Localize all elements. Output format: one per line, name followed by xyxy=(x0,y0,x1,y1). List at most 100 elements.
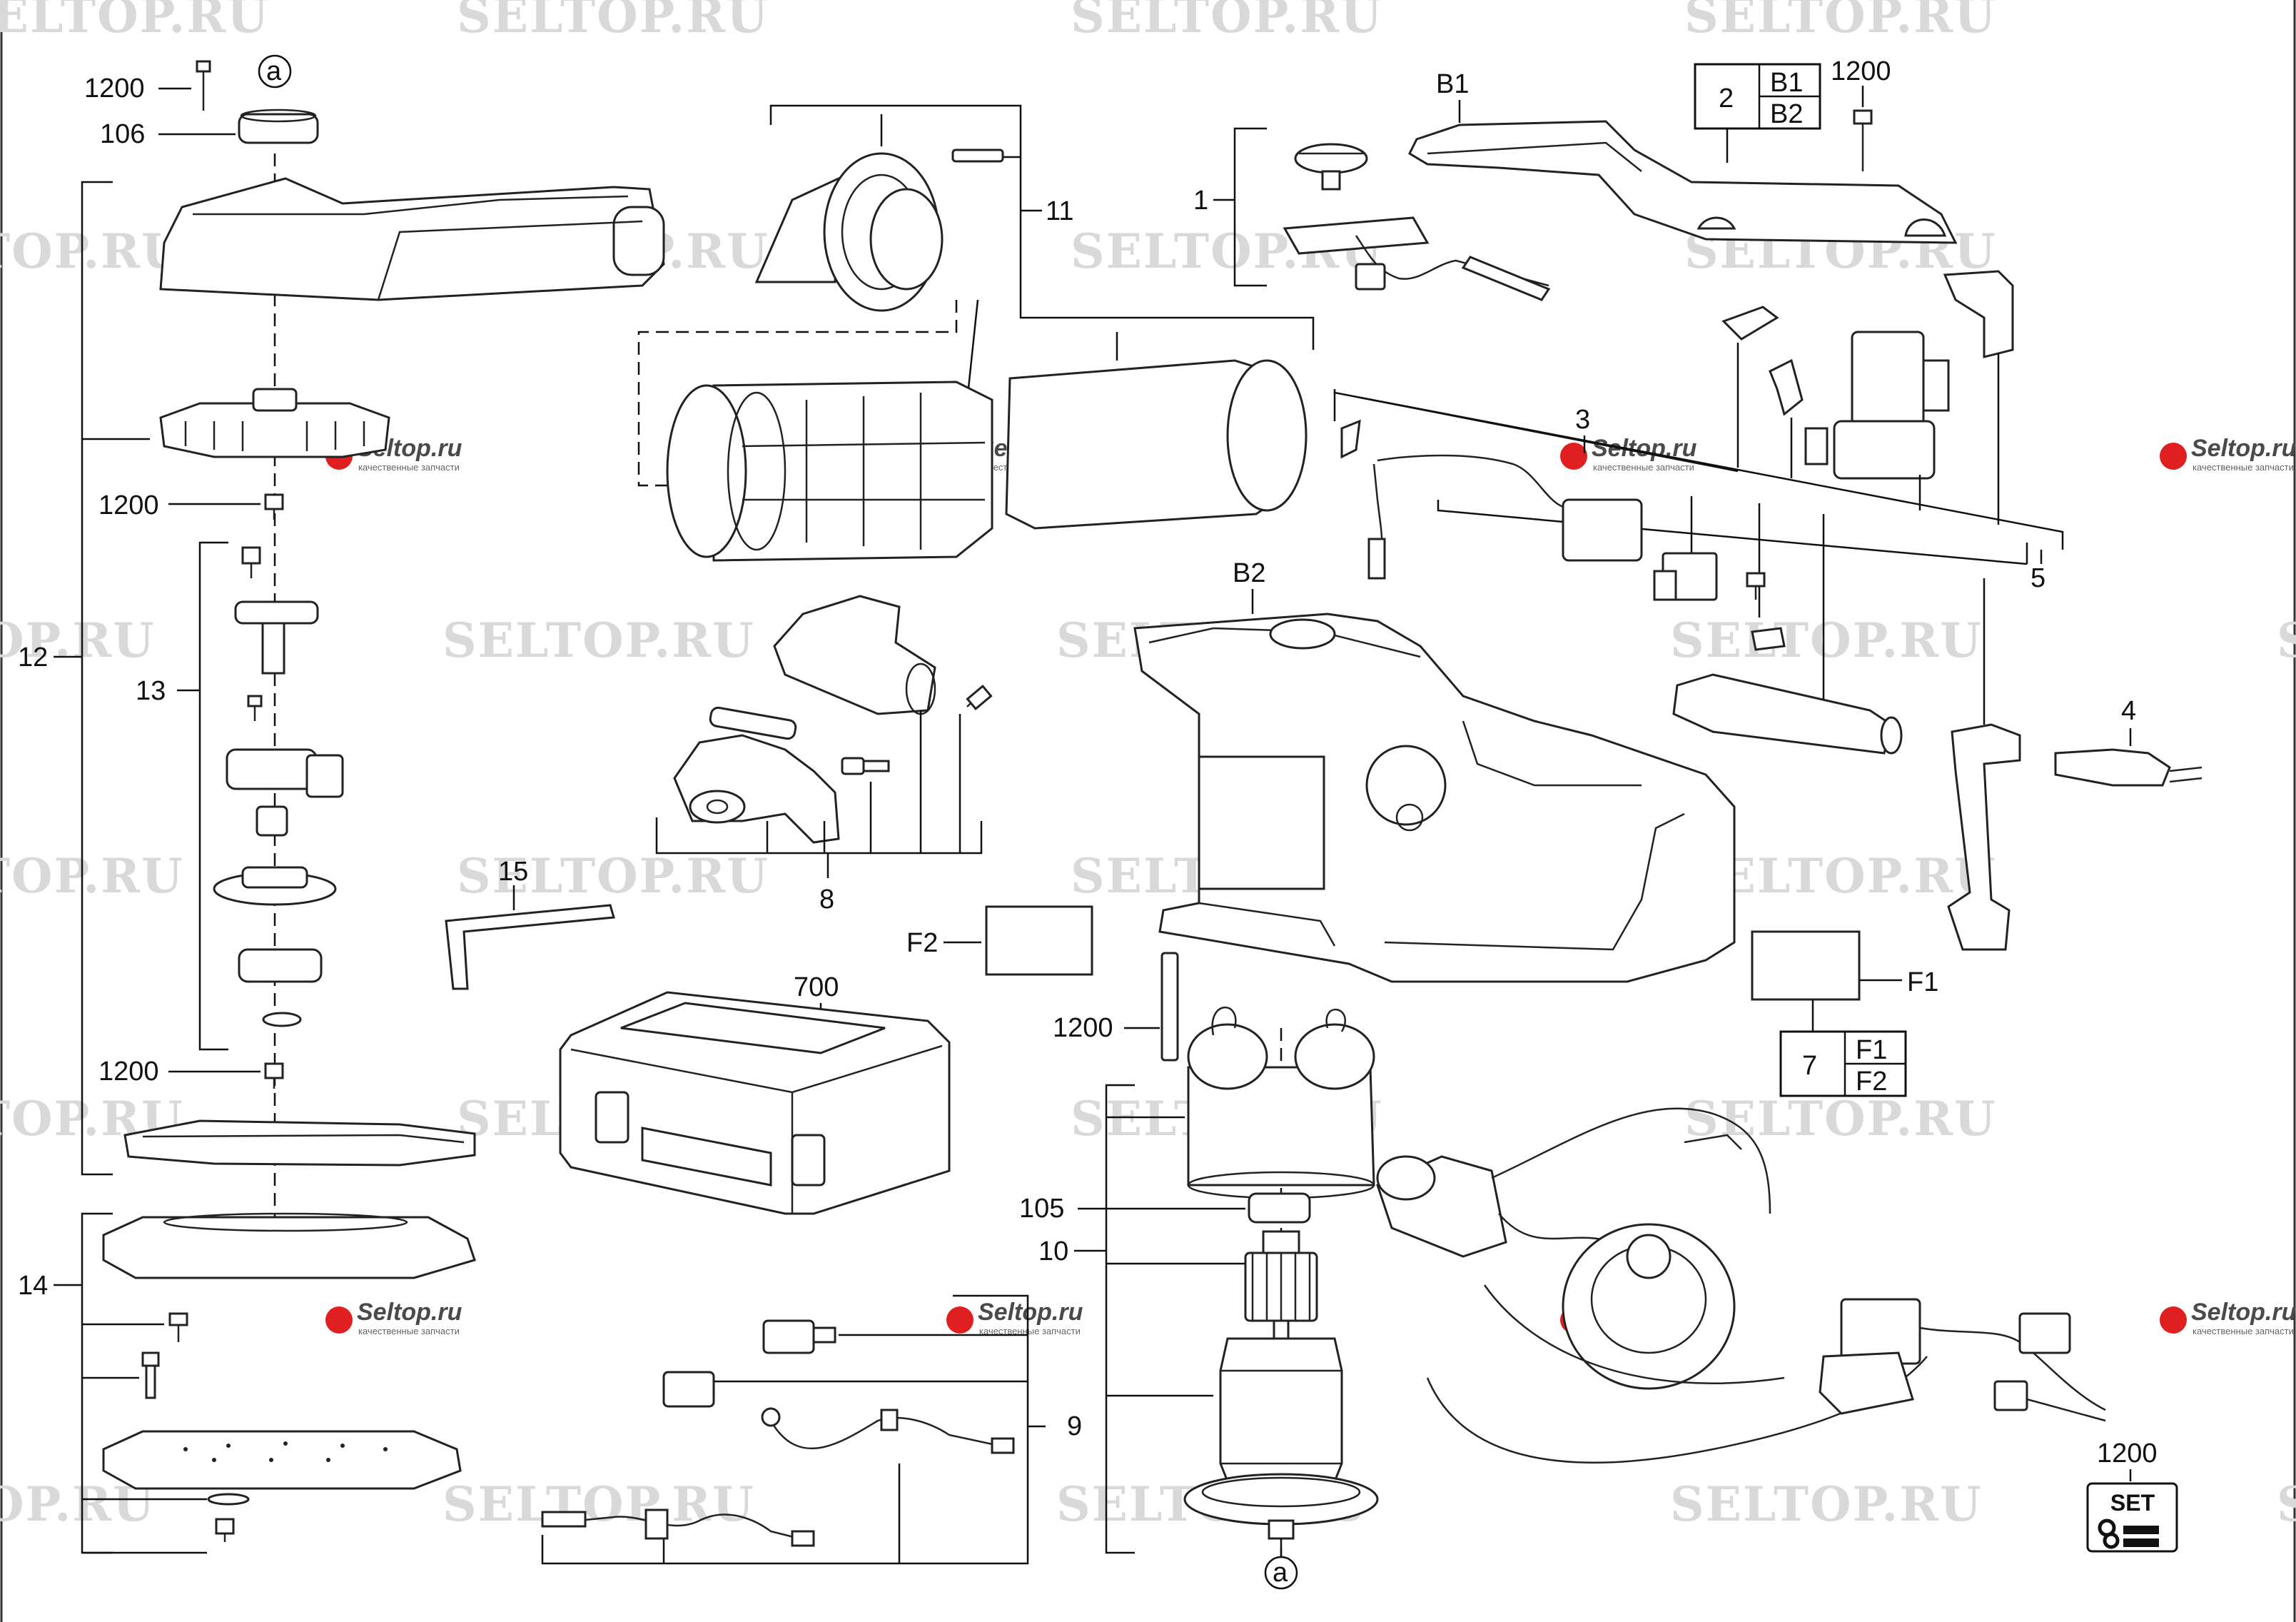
bearing-housing-part xyxy=(213,866,337,906)
backing-pad-part xyxy=(102,1212,476,1279)
contact-part xyxy=(1769,358,1804,416)
bearing-part xyxy=(238,109,319,144)
washer-part xyxy=(262,1012,302,1027)
connector-part xyxy=(662,1319,836,1408)
base-ring-part xyxy=(123,1119,476,1167)
capacitor-part xyxy=(1562,498,1643,562)
screw-part xyxy=(215,1518,235,1542)
canister-cap-part xyxy=(754,152,944,312)
label-plate-part xyxy=(985,905,1093,976)
svg-text:F1: F1 xyxy=(1856,1035,1887,1065)
watermark: SELTOP.RU xyxy=(2277,613,2296,668)
watermark: SELTOP.RU xyxy=(1684,0,1997,44)
callout-1200: 1200 xyxy=(98,490,159,520)
watermark: SELTOP.RU xyxy=(442,613,755,668)
svg-text:качественные запчасти: качественные запчасти xyxy=(358,1326,460,1336)
callout-F2: F2 xyxy=(906,928,938,958)
screw-part xyxy=(1853,109,1873,171)
cable-clamp-part xyxy=(1947,723,2021,951)
callout-105: 105 xyxy=(1019,1194,1064,1224)
handle-cover-part xyxy=(1408,120,1958,244)
trigger-part xyxy=(1721,306,1779,341)
svg-text:качественные запчасти: качественные запчасти xyxy=(2193,462,2294,473)
callout-14: 14 xyxy=(18,1271,48,1301)
callout-box-7: 7 F1 F2 xyxy=(1779,1030,1907,1097)
switch-board-part xyxy=(1283,216,1551,301)
svg-text:Seltop.ru: Seltop.ru xyxy=(357,1299,462,1326)
watermark: SELTOP.RU xyxy=(2277,1476,2296,1532)
svg-text:F2: F2 xyxy=(1856,1067,1887,1097)
svg-text:SET: SET xyxy=(2110,1490,2155,1516)
stator-part xyxy=(1187,1007,1375,1199)
seltop-logo: Seltop.ru качественные запчасти xyxy=(2160,435,2296,473)
callout-3: 3 xyxy=(1575,405,1590,435)
callout-1: 1 xyxy=(1193,186,1208,216)
washer-part xyxy=(207,1493,250,1506)
watermark: SELTOP.RU xyxy=(1670,1476,1983,1532)
svg-text:Seltop.ru: Seltop.ru xyxy=(1592,435,1697,462)
watermark: SELTOP.RU xyxy=(0,0,270,44)
screw-part xyxy=(841,757,890,775)
screw-part xyxy=(141,1312,188,1399)
callout-1200: 1200 xyxy=(84,74,145,104)
wire-part xyxy=(1340,419,1564,580)
screw-part xyxy=(966,684,993,711)
svg-text:B2: B2 xyxy=(1770,99,1803,129)
logo-badge-icon xyxy=(1560,443,1587,470)
callout-15: 15 xyxy=(498,857,528,887)
callout-F1: F1 xyxy=(1907,967,1938,997)
screw-icon xyxy=(2123,1538,2159,1547)
watermark: SELTOP.RU xyxy=(1071,0,1383,44)
adapter-part xyxy=(673,734,840,844)
wire-harness-part xyxy=(541,1407,1015,1547)
nut-icon xyxy=(2103,1532,2120,1549)
reference-circle xyxy=(258,54,292,89)
callout-4: 4 xyxy=(2121,696,2136,726)
watermark: SELTOP.RU xyxy=(0,223,184,279)
plug-part xyxy=(2054,748,2203,787)
watermark: SELTOP.RU xyxy=(1684,848,1997,904)
callout-B1: B1 xyxy=(1436,69,1469,99)
screw-part xyxy=(264,493,284,520)
hex-key-part xyxy=(445,904,615,990)
nozzle-part xyxy=(773,595,936,715)
screw-part xyxy=(1746,572,1766,600)
screw-set-badge: SET xyxy=(2086,1482,2178,1553)
logo-badge-icon xyxy=(325,1306,353,1334)
svg-text:2: 2 xyxy=(1719,84,1734,114)
svg-text:Seltop.ru: Seltop.ru xyxy=(978,1299,1083,1326)
screw-part xyxy=(196,60,211,111)
watermark: SELTOP.RU xyxy=(457,848,769,904)
reference-circle xyxy=(1264,1556,1298,1590)
seltop-logo: Seltop.ru качественные запчасти xyxy=(1560,435,1697,473)
seltop-logo: Seltop.ru качественные запчасти xyxy=(946,1299,1083,1336)
callout-B2: B2 xyxy=(1233,558,1265,588)
svg-text:B1: B1 xyxy=(1770,68,1803,98)
long-screw-part xyxy=(1160,952,1179,1062)
svg-text:качественные запчасти: качественные запчасти xyxy=(979,1326,1081,1336)
cable-sleeve-part xyxy=(1672,673,1903,755)
eccentric-part xyxy=(226,748,344,837)
upper-housing-part xyxy=(159,177,665,301)
seltop-logo: Seltop.ru качественные запчасти xyxy=(325,1299,462,1336)
callout-a: a xyxy=(266,56,282,86)
callout-a: a xyxy=(1273,1558,1288,1588)
logo-badge-icon xyxy=(946,1306,973,1334)
callout-13: 13 xyxy=(136,676,166,706)
terminal-block-part xyxy=(1653,552,1718,601)
fan-part xyxy=(159,388,390,458)
watermark: SELTOP.RU xyxy=(0,848,184,904)
filter-cartridge-part xyxy=(666,381,993,562)
watermark: SELTOP.RU xyxy=(442,1476,755,1532)
callout-1200: 1200 xyxy=(98,1057,159,1087)
screw-part xyxy=(951,148,1004,163)
watermark: SELTOP.RU xyxy=(1670,613,1983,668)
lock-button-part xyxy=(1943,270,2014,358)
callout-1200: 1200 xyxy=(2097,1439,2158,1469)
watermark: SELTOP.RU xyxy=(1684,1091,1997,1147)
bearing-part xyxy=(1248,1192,1311,1224)
carry-case-part xyxy=(559,991,951,1215)
logo-badge-icon xyxy=(2160,1306,2187,1334)
svg-text:качественные запчасти: качественные запчасти xyxy=(1593,462,1694,473)
